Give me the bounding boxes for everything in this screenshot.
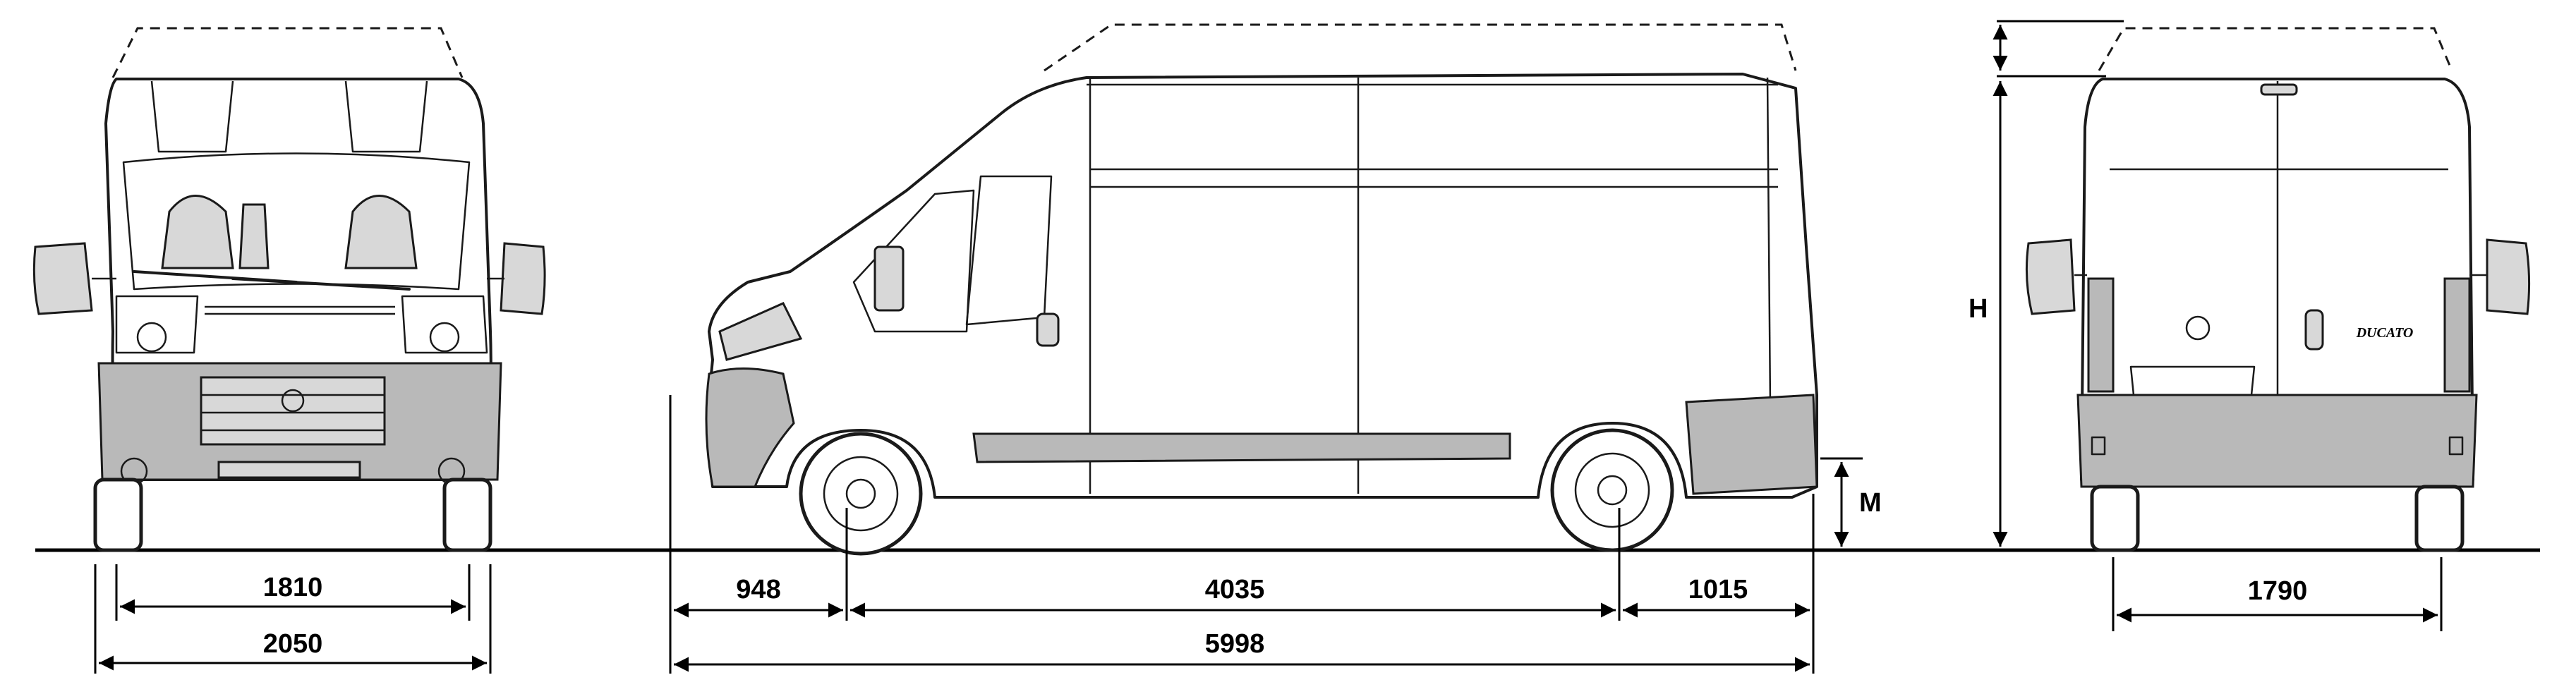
height-label: H bbox=[1969, 294, 1988, 324]
overall-length-value: 5998 bbox=[1205, 629, 1265, 659]
front-view bbox=[32, 27, 546, 552]
rear-wheel bbox=[1550, 428, 1674, 552]
front-dimensions: 1810 2050 bbox=[94, 564, 492, 674]
front-track-value: 1810 bbox=[263, 573, 323, 602]
front-width-value: 2050 bbox=[263, 629, 323, 659]
side-dimensions: 948 4035 1015 5998 M bbox=[669, 395, 1882, 674]
rear-dimensions: 1790 H bbox=[1969, 20, 2443, 631]
front-overhang-value: 948 bbox=[736, 575, 780, 604]
rear-view: DUCATO bbox=[2025, 27, 2531, 552]
side-view bbox=[705, 23, 1818, 556]
wheelbase-value: 4035 bbox=[1205, 575, 1265, 604]
rear-track-value: 1790 bbox=[2248, 576, 2308, 606]
rear-high-roof-outline bbox=[2098, 27, 2453, 71]
rear-overhang-value: 1015 bbox=[1688, 575, 1748, 604]
side-high-roof-outline bbox=[1044, 23, 1797, 72]
rear-model-badge: DUCATO bbox=[2356, 325, 2414, 341]
front-wheel bbox=[799, 432, 923, 556]
ground-clearance-label: M bbox=[1859, 488, 1882, 518]
front-high-roof-outline bbox=[111, 27, 464, 78]
